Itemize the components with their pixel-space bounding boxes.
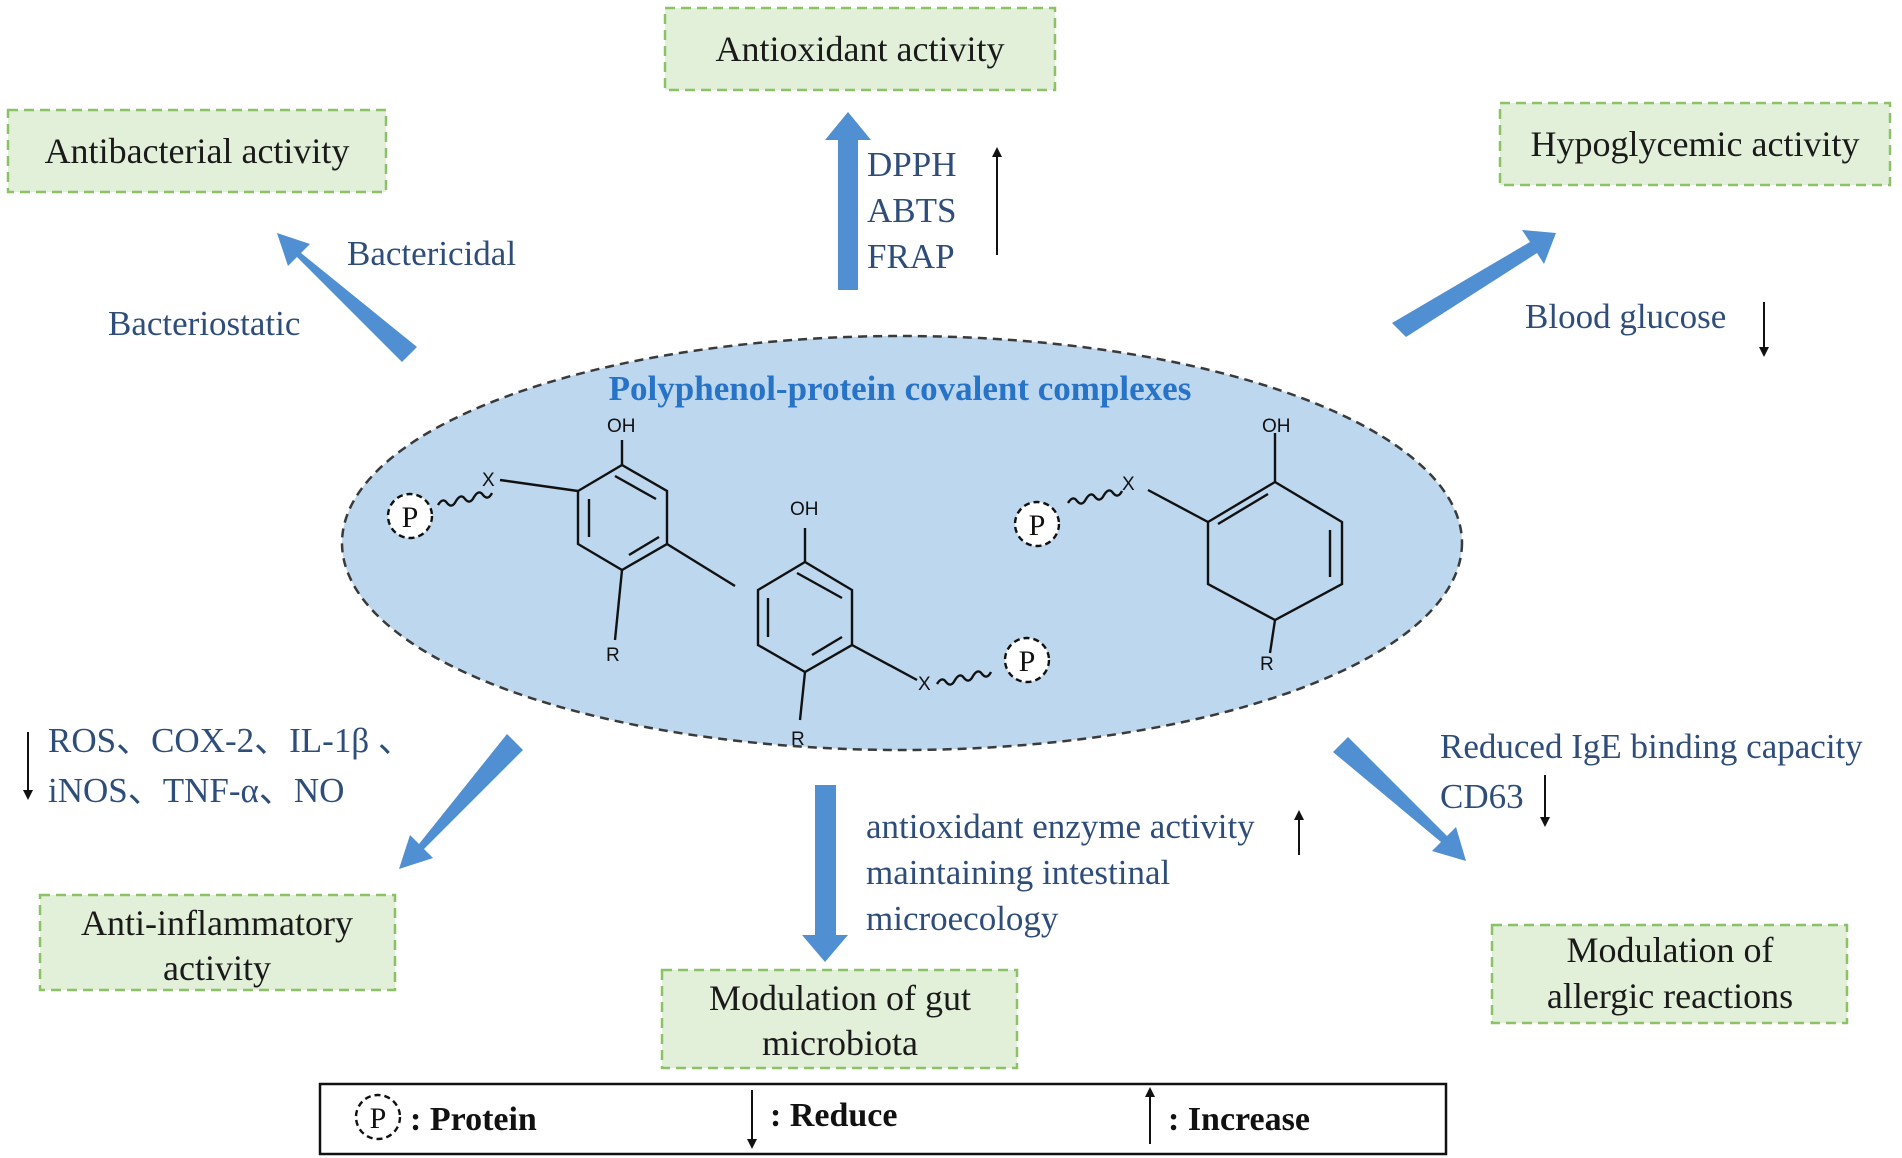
anno-bacteriostatic: Bacteriostatic: [108, 304, 300, 343]
chem-p-1: P: [402, 501, 419, 534]
chem-x-3: X: [1122, 474, 1135, 495]
legend-protein: : Protein: [410, 1101, 537, 1138]
box-antioxidant-activity: Antioxidant activity: [663, 6, 1057, 92]
center-ellipse: [340, 334, 1464, 752]
anno-allergic-line-2: CD63: [1440, 777, 1524, 816]
box-anti-inflammatory-line-2: activity: [163, 948, 271, 988]
box-gut-line-1: Modulation of gut: [709, 978, 971, 1018]
anno-inflammatory-line-2: iNOS、TNF-α、NO: [48, 771, 344, 810]
arrow-to-hypoglycemic: [1392, 230, 1556, 337]
annotation-hypoglycemic: Blood glucose: [1525, 297, 1769, 357]
box-allergic-line-1: Modulation of: [1567, 930, 1774, 970]
box-anti-inflammatory-line-1: Anti-inflammatory: [81, 903, 353, 943]
annotation-anti-inflammatory: ROS、COX-2、IL-1β 、 iNOS、TNF-α、NO: [23, 721, 413, 810]
arrow-to-gut: [802, 785, 848, 962]
anno-abts: ABTS: [867, 191, 956, 230]
anno-allergic-line-1: Reduced IgE binding capacity: [1440, 727, 1863, 766]
anno-gut-line-2: maintaining intestinal: [866, 853, 1171, 892]
anno-gut-line-1: antioxidant enzyme activity: [866, 807, 1255, 846]
chem-p-3: P: [1029, 509, 1046, 542]
arrow-to-allergic: [1333, 737, 1466, 861]
legend: P : Protein : Reduce : Increase: [318, 1082, 1448, 1156]
chem-structure-phenol: [1013, 433, 1344, 654]
chem-oh-1: OH: [607, 416, 636, 437]
chem-oh-3: OH: [1262, 416, 1291, 437]
arrow-to-antioxidant: [825, 112, 871, 290]
chem-x-2: X: [918, 674, 931, 695]
anno-dpph: DPPH: [867, 145, 956, 184]
chem-r-2: R: [791, 729, 805, 750]
legend-protein-symbol-letter: P: [370, 1102, 387, 1135]
legend-reduce: : Reduce: [770, 1097, 897, 1134]
box-hypoglycemic-activity: Hypoglycemic activity: [1498, 101, 1892, 187]
box-hypoglycemic-line-1: Hypoglycemic activity: [1531, 124, 1860, 164]
chem-r-1: R: [606, 645, 620, 666]
anno-frap: FRAP: [867, 237, 955, 276]
annotation-antibacterial: Bactericidal Bacteriostatic: [108, 234, 516, 343]
chem-structure-biphenyl: [386, 440, 1051, 721]
arrow-to-anti-inflammatory: [399, 734, 523, 869]
box-gut-line-2: microbiota: [762, 1023, 918, 1063]
anno-inflammatory-line-1: ROS、COX-2、IL-1β 、: [48, 721, 413, 760]
annotation-gut: antioxidant enzyme activity maintaining …: [866, 807, 1304, 938]
chem-x-1: X: [482, 470, 495, 491]
box-anti-inflammatory-activity: Anti-inflammatory activity: [38, 893, 397, 992]
annotation-antioxidant: DPPH ABTS FRAP: [867, 145, 1002, 276]
box-allergic-line-2: allergic reactions: [1547, 976, 1793, 1016]
anno-gut-line-3: microecology: [866, 899, 1059, 938]
chem-oh-2: OH: [790, 499, 819, 520]
arrow-to-antibacterial: [277, 233, 417, 362]
legend-increase: : Increase: [1168, 1101, 1310, 1138]
box-antioxidant-line-1: Antioxidant activity: [716, 29, 1005, 69]
anno-blood-glucose: Blood glucose: [1525, 297, 1726, 336]
box-modulation-of-allergic-reactions: Modulation of allergic reactions: [1490, 923, 1849, 1025]
chem-p-2: P: [1019, 645, 1036, 678]
center-title: Polyphenol-protein covalent complexes: [609, 369, 1192, 408]
anno-bactericidal: Bactericidal: [347, 234, 516, 273]
box-antibacterial-line-1: Antibacterial activity: [45, 131, 350, 171]
legend-protein-symbol: [354, 1093, 402, 1141]
box-antibacterial-activity: Antibacterial activity: [6, 108, 388, 194]
box-modulation-of-gut-microbiota: Modulation of gut microbiota: [660, 968, 1019, 1070]
annotation-allergic: Reduced IgE binding capacity CD63: [1440, 727, 1863, 827]
chem-r-3: R: [1260, 654, 1274, 675]
